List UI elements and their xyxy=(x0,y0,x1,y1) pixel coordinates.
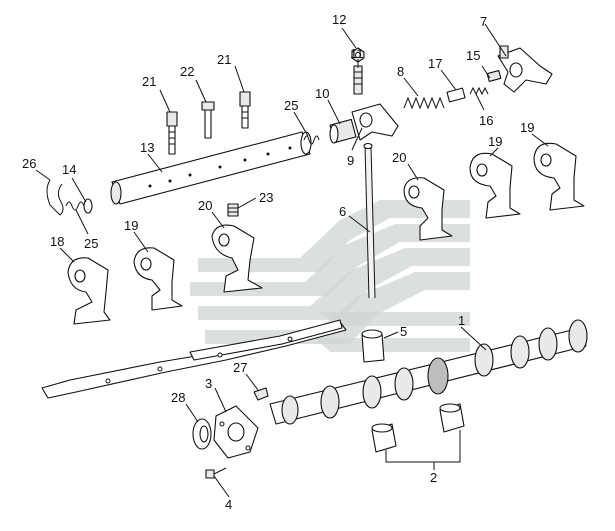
leader-lines xyxy=(35,23,549,498)
nut-12 xyxy=(351,47,365,63)
bolts-21-22 xyxy=(166,91,251,155)
gasket-strips xyxy=(41,319,347,399)
watermark-logo xyxy=(190,200,470,352)
callout-3: 3 xyxy=(205,376,212,391)
callout-labels: 1 2 3 4 5 6 7 8 9 10 11 12 13 14 15 16 1… xyxy=(22,12,534,512)
pin-17 xyxy=(446,87,466,103)
callout-26: 26 xyxy=(22,156,36,171)
spring-25-right xyxy=(303,135,320,145)
bracket-20-right xyxy=(403,177,453,241)
adjuster-screw-11 xyxy=(353,65,363,95)
bushings-2 xyxy=(371,403,465,453)
spring-16 xyxy=(469,86,489,96)
callout-9: 9 xyxy=(347,153,354,168)
callout-8: 8 xyxy=(397,64,404,79)
callout-15: 15 xyxy=(466,48,480,63)
callout-4: 4 xyxy=(225,497,232,512)
callout-21-right: 21 xyxy=(217,52,231,67)
callout-19-right: 19 xyxy=(520,120,534,135)
callout-28: 28 xyxy=(171,390,185,405)
callout-23: 23 xyxy=(259,190,273,205)
tappet-5 xyxy=(361,329,385,363)
callout-21-left: 21 xyxy=(142,74,156,89)
sleeve-10 xyxy=(329,118,357,144)
set-screw-23 xyxy=(227,203,239,217)
callout-27: 27 xyxy=(233,360,247,375)
spring-8 xyxy=(403,96,445,110)
callout-7: 7 xyxy=(480,14,487,29)
callout-20-right: 20 xyxy=(392,150,406,165)
washer-28 xyxy=(192,418,212,450)
callout-11: 11 xyxy=(350,46,364,61)
callout-2: 2 xyxy=(430,470,437,485)
callout-19-left: 19 xyxy=(124,218,138,233)
bracket-19-mid xyxy=(469,152,521,219)
bracket-19-right xyxy=(533,142,585,211)
rocker-shaft xyxy=(110,131,312,205)
callout-18: 18 xyxy=(50,234,64,249)
bracket-19-left xyxy=(133,247,183,311)
screw-15 xyxy=(486,70,502,82)
callout-12: 12 xyxy=(332,12,346,27)
callout-14: 14 xyxy=(62,162,76,177)
callout-16: 16 xyxy=(479,113,493,128)
camshaft-1 xyxy=(269,319,588,425)
callout-22: 22 xyxy=(180,64,194,79)
callout-13: 13 xyxy=(140,140,154,155)
callout-20-center: 20 xyxy=(198,198,212,213)
callout-19-mid: 19 xyxy=(488,134,502,149)
thrust-plate-3 xyxy=(213,405,259,459)
callout-5: 5 xyxy=(400,324,407,339)
callout-25-left: 25 xyxy=(84,236,98,251)
left-shaft-retainers xyxy=(46,179,93,216)
rocker-arm-7 xyxy=(497,45,553,93)
callout-6: 6 xyxy=(339,204,346,219)
key-27 xyxy=(253,387,269,401)
callout-1: 1 xyxy=(458,313,465,328)
bracket-20-center xyxy=(211,224,263,293)
push-rod-6 xyxy=(363,142,376,299)
callout-25-right: 25 xyxy=(284,98,298,113)
callout-17: 17 xyxy=(428,56,442,71)
bolt-4 xyxy=(205,467,227,479)
rocker-arm-9 xyxy=(351,103,399,141)
callout-10: 10 xyxy=(315,86,329,101)
